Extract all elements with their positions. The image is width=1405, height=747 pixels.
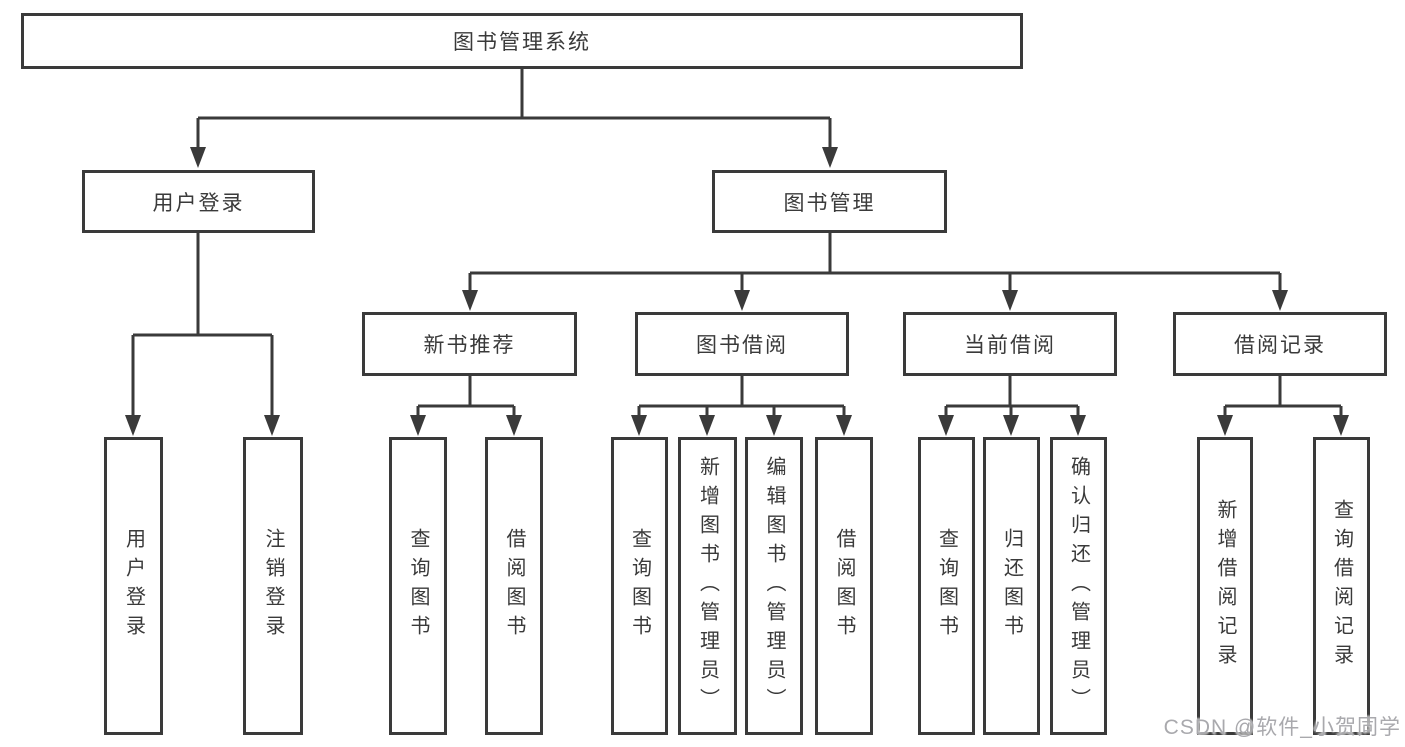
node-label: 用户登录 — [152, 191, 245, 215]
leaf-label: 查询图书 — [628, 528, 651, 644]
leaf-label: 新增图书（管理员） — [696, 455, 719, 717]
connector-segments — [131, 69, 1343, 418]
leaf-label: 确认归还（管理员） — [1067, 455, 1090, 717]
node-book-management: 图书管理 — [712, 170, 947, 233]
node-label: 当前借阅 — [964, 334, 1056, 357]
node-label: 新书推荐 — [423, 334, 516, 357]
leaf-label: 新增借阅记录 — [1214, 499, 1236, 673]
leaf-label: 编辑图书（管理员） — [763, 455, 785, 717]
leaf-borrow-books: 借阅图书 — [485, 437, 543, 735]
leaf-return-books: 归还图书 — [983, 437, 1040, 735]
leaf-label: 归还图书 — [1000, 528, 1023, 644]
leaf-add-books-admin: 新增图书（管理员） — [678, 437, 737, 735]
leaf-label: 注销登录 — [262, 528, 284, 644]
leaf-label: 用户登录 — [122, 528, 145, 644]
node-label: 图书管理系统 — [453, 31, 591, 54]
node-current-borrowing: 当前借阅 — [903, 312, 1117, 376]
leaf-logout: 注销登录 — [243, 437, 303, 735]
node-new-book-recommendation: 新书推荐 — [362, 312, 577, 376]
watermark-csdn: CSDN @软件_小贺同学 — [1163, 716, 1401, 739]
node-user-login: 用户登录 — [82, 170, 315, 233]
node-label: 图书管理 — [783, 191, 876, 215]
node-library-management-system: 图书管理系统 — [21, 13, 1023, 69]
leaf-label: 借阅图书 — [503, 528, 525, 644]
leaf-add-borrow-record: 新增借阅记录 — [1197, 437, 1253, 735]
leaf-label: 借阅图书 — [833, 528, 855, 644]
leaf-query-books: 查询图书 — [389, 437, 447, 735]
leaf-edit-books-admin: 编辑图书（管理员） — [745, 437, 803, 735]
leaf-query-books: 查询图书 — [611, 437, 668, 735]
node-book-borrowing: 图书借阅 — [635, 312, 849, 376]
leaf-query-borrow-record: 查询借阅记录 — [1313, 437, 1370, 735]
leaf-borrow-books: 借阅图书 — [815, 437, 873, 735]
node-label: 图书借阅 — [696, 334, 788, 357]
node-borrowing-records: 借阅记录 — [1173, 312, 1387, 376]
node-label: 借阅记录 — [1234, 334, 1326, 357]
leaf-label: 查询借阅记录 — [1330, 499, 1353, 673]
leaf-confirm-return-admin: 确认归还（管理员） — [1050, 437, 1107, 735]
leaf-label: 查询图书 — [407, 528, 429, 644]
leaf-label: 查询图书 — [935, 528, 958, 644]
leaf-user-login: 用户登录 — [104, 437, 163, 735]
leaf-query-books: 查询图书 — [918, 437, 975, 735]
arrowheads — [125, 147, 1349, 436]
